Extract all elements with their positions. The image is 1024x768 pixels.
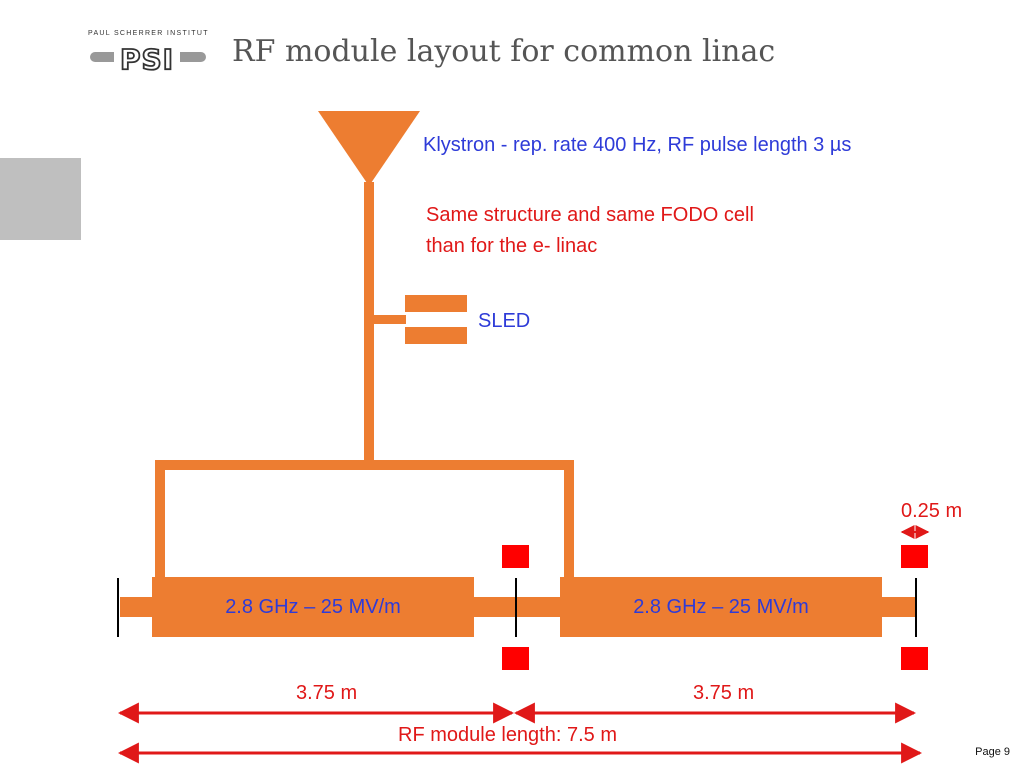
psi-logo: PAUL SCHERRER INSTITUT PSI (88, 30, 208, 76)
klystron-label: Klystron - rep. rate 400 Hz, RF pulse le… (423, 134, 852, 156)
quadrupole-right-top (901, 545, 928, 568)
cavity-2-label: 2.8 GHz – 25 MV/m (633, 596, 809, 618)
splitter-right-leg (564, 460, 574, 580)
svg-text:PSI: PSI (120, 43, 174, 76)
sled-upper-block (405, 295, 467, 312)
accelerating-structure-1 (152, 577, 474, 637)
psi-logo-mark: PSI (90, 42, 206, 76)
module-length-label: RF module length: 7.5 m (398, 724, 617, 746)
sled-lower-block (405, 327, 467, 344)
quadrupole-middle-bottom (502, 647, 529, 670)
structure-note-line-1: Same structure and same FODO cell (426, 204, 754, 226)
splitter-left-leg (155, 460, 165, 580)
splitter-top-bar (155, 460, 574, 470)
accelerating-structure-2 (560, 577, 882, 637)
structure-note-line-2: than for the e- linac (426, 235, 598, 257)
section-2-length-label: 3.75 m (693, 682, 755, 704)
side-tab (0, 158, 81, 240)
section-1-length-label: 3.75 m (296, 682, 358, 704)
sled-stub (372, 315, 406, 324)
klystron-feed-line (364, 182, 374, 464)
page-title: RF module layout for common linac (232, 34, 776, 69)
sled-label: SLED (478, 310, 531, 332)
quadrupole-right-bottom (901, 647, 928, 670)
cavity-1-label: 2.8 GHz – 25 MV/m (225, 596, 401, 618)
page-number: Page 9 (975, 746, 1010, 758)
quadrupole-middle-top (502, 545, 529, 568)
klystron-icon (318, 111, 420, 186)
quad-length-label: 0.25 m (901, 500, 963, 522)
logo-caption: PAUL SCHERRER INSTITUT (88, 30, 209, 37)
